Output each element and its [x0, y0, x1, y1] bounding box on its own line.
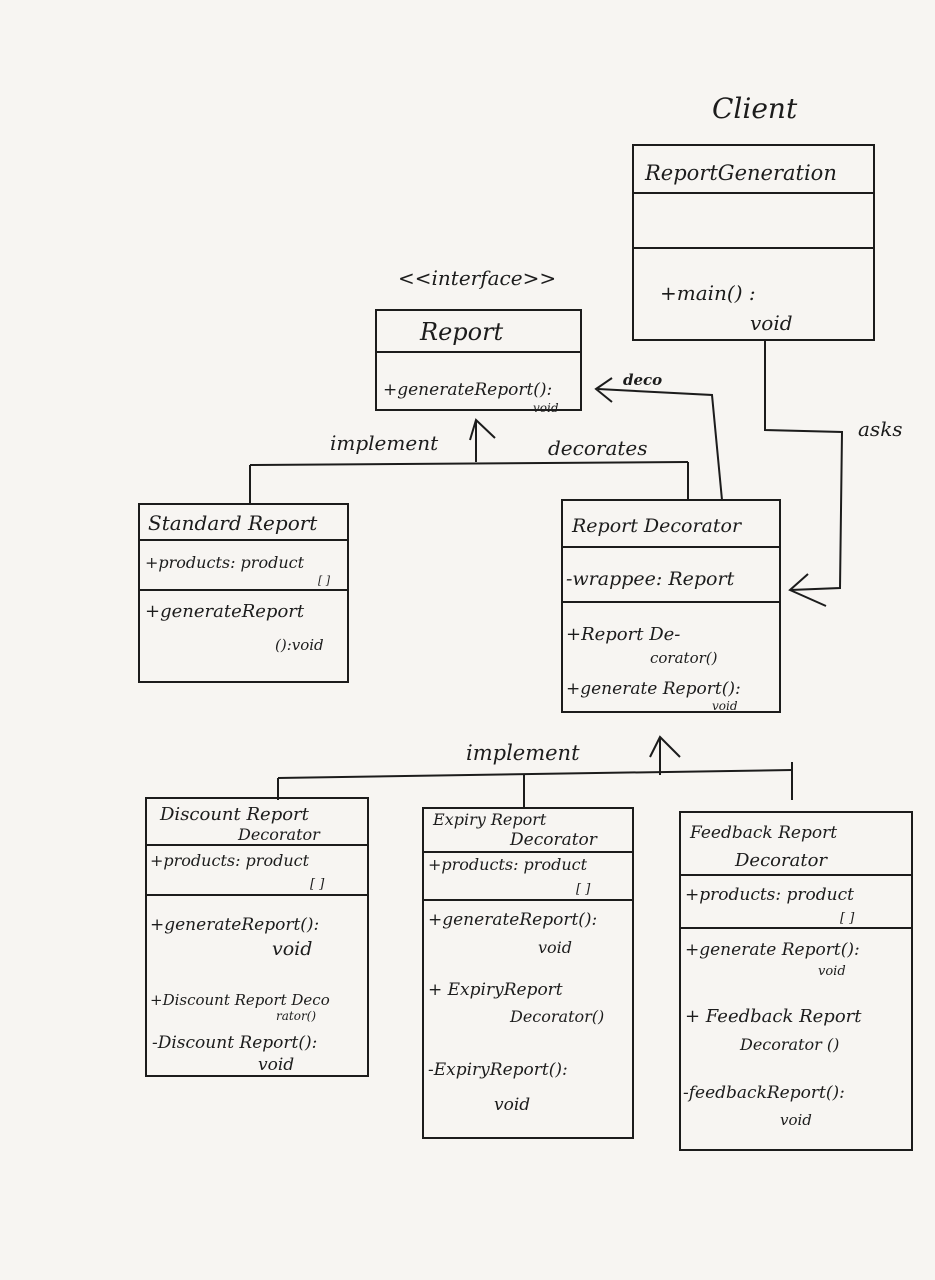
class-name: Report	[419, 318, 504, 346]
attribute-products: +products: product	[145, 553, 305, 572]
class-standard-report: Standard Report +products: product [ ] +…	[138, 503, 349, 683]
attribute-products: +products: product	[428, 855, 588, 874]
method-generate-report-return: void	[712, 699, 738, 713]
label-implement-top: implement	[330, 431, 439, 455]
class-name-line1: Discount Report	[159, 804, 310, 825]
class-report-generation: ReportGeneration +main() : void	[632, 144, 875, 341]
interface-report: <<interface>> Report +generateReport(): …	[375, 266, 582, 415]
method-generate-report-return: void	[272, 938, 312, 960]
class-name: Standard Report	[148, 511, 318, 535]
stereotype: <<interface>>	[398, 266, 556, 290]
method-generate-report: +generateReport():	[150, 915, 319, 935]
implement-arrowhead-top	[469, 418, 496, 448]
method-constructor-cont: rator()	[276, 1009, 316, 1023]
class-expiry-report-decorator: Expiry Report Decorator +products: produ…	[422, 807, 634, 1139]
label-decorates: decorates	[548, 436, 648, 460]
class-name: ReportGeneration	[644, 161, 837, 185]
label-asks: asks	[858, 417, 903, 441]
method-constructor-cont: corator()	[650, 649, 718, 667]
attribute-products-array: [ ]	[576, 882, 591, 897]
decorates-arrow	[594, 377, 723, 501]
method-generate-report-return: void	[538, 938, 572, 957]
class-discount-report-decorator: Discount Report Decorator +products: pro…	[145, 797, 369, 1077]
method-constructor: +Report De-	[566, 624, 680, 645]
attribute-products-array: [ ]	[840, 911, 855, 926]
method-main: +main() :	[660, 281, 756, 305]
method-feedback-report: -feedbackReport():	[683, 1083, 845, 1103]
class-name-line2: Decorator	[237, 825, 321, 844]
method-discount-report: -Discount Report():	[152, 1033, 317, 1053]
class-feedback-report-decorator: Feedback Report Decorator +products: pro…	[679, 811, 913, 1151]
class-name-line2: Decorator	[509, 830, 598, 850]
method-constructor-cont: Decorator()	[509, 1007, 604, 1026]
method-return: void	[533, 401, 559, 415]
method-generate-report: +generateReport():	[428, 910, 597, 930]
method-main-return: void	[750, 311, 793, 335]
implement-arrowhead-bottom	[649, 735, 681, 775]
method-generate-report: +generateReport():	[383, 380, 552, 400]
class-name-line2: Decorator	[734, 850, 828, 871]
implement-connector-top	[249, 448, 689, 504]
method-constructor: + Feedback Report	[685, 1006, 862, 1027]
attribute-products: +products: product	[150, 851, 310, 870]
label-implement-bottom: implement	[466, 741, 580, 765]
method-generate-report: +generateReport	[145, 601, 305, 622]
method-generate-report-return: ():void	[275, 636, 324, 654]
attribute-products-array: [ ]	[318, 574, 331, 587]
implement-connector-bottom	[277, 762, 793, 808]
method-expiry-report-return: void	[494, 1095, 530, 1115]
class-report-decorator: Report Decorator -wrappee: Report +Repor…	[561, 499, 781, 713]
attribute-products: +products: product	[685, 885, 854, 905]
method-generate-report: +generate Report():	[685, 940, 860, 960]
method-generate-report-return: void	[818, 964, 846, 979]
method-constructor-cont: Decorator ()	[739, 1035, 839, 1054]
method-discount-report-return: void	[258, 1055, 294, 1075]
attribute-wrappee: -wrappee: Report	[566, 568, 735, 590]
method-generate-report: +generate Report():	[566, 679, 741, 699]
class-name: Report Decorator	[571, 515, 743, 537]
method-feedback-report-return: void	[780, 1111, 812, 1129]
method-expiry-report: -ExpiryReport():	[428, 1060, 568, 1080]
label-deco-scribble: deco	[623, 371, 662, 389]
attribute-products-array: [ ]	[310, 877, 325, 892]
class-name-line1: Expiry Report	[432, 810, 547, 829]
client-caption: Client	[712, 92, 798, 125]
method-constructor: + ExpiryReport	[428, 980, 563, 1000]
method-constructor: +Discount Report Deco	[150, 991, 330, 1009]
asks-arrow	[764, 340, 844, 607]
class-name-line1: Feedback Report	[689, 823, 837, 843]
